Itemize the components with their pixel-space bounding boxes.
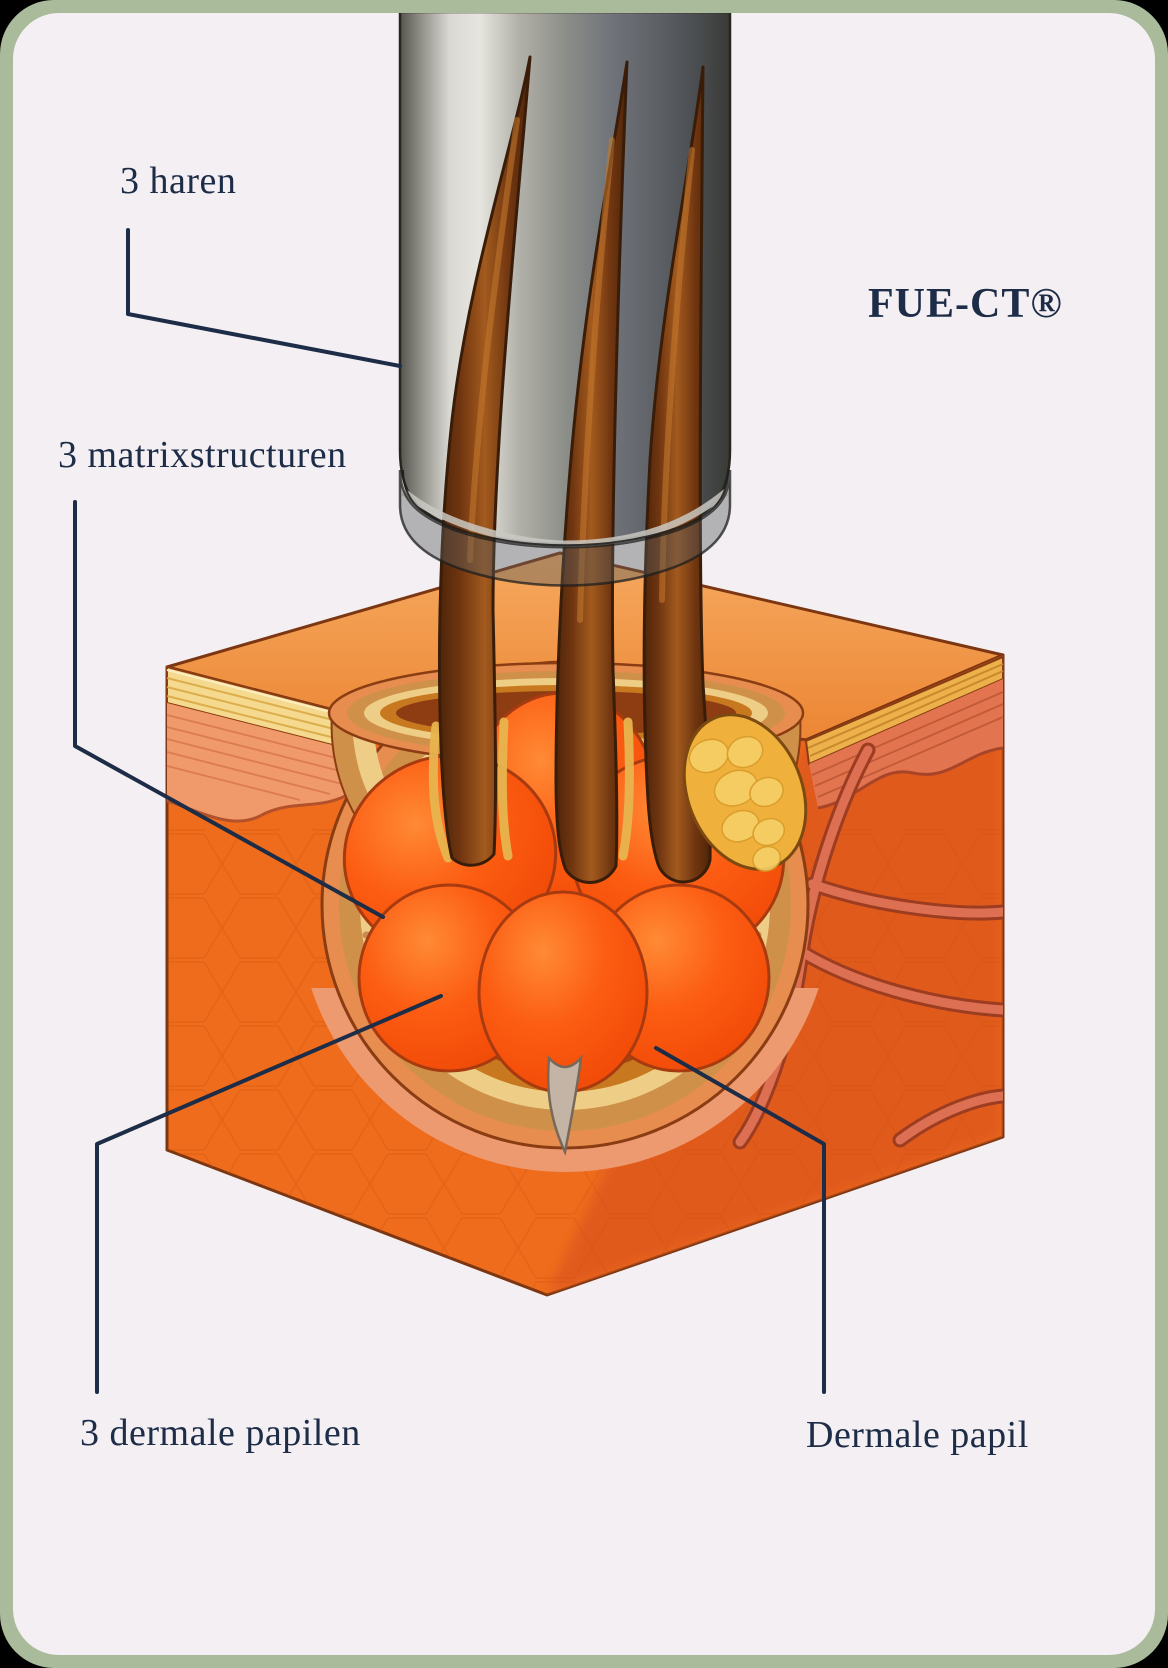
punch-tool-tip xyxy=(398,469,732,587)
label-3-dermale-papilen: 3 dermale papilen xyxy=(80,1412,361,1454)
leader-line-matrix xyxy=(73,500,385,919)
brand-label-fue-ct: FUE-CT® xyxy=(868,281,1063,327)
hair-shafts xyxy=(437,55,712,884)
hair-shaft-left xyxy=(437,55,532,867)
dermal-papilla-lobes xyxy=(357,883,771,1094)
leader-line-hairs xyxy=(126,228,402,368)
leader-line-papilla xyxy=(654,1046,826,1394)
hair-shaft-center xyxy=(554,60,629,884)
root-spike xyxy=(546,1054,583,1157)
leader-line-papillae xyxy=(95,994,443,1394)
label-dermale-papil: Dermale papil xyxy=(806,1414,1029,1456)
sebaceous-gland xyxy=(682,713,808,872)
leader-lines xyxy=(73,228,826,1394)
label-3-matrixstructuren: 3 matrixstructuren xyxy=(58,434,347,476)
label-3-haren: 3 haren xyxy=(120,160,237,202)
hair-shaft-right xyxy=(642,65,712,884)
